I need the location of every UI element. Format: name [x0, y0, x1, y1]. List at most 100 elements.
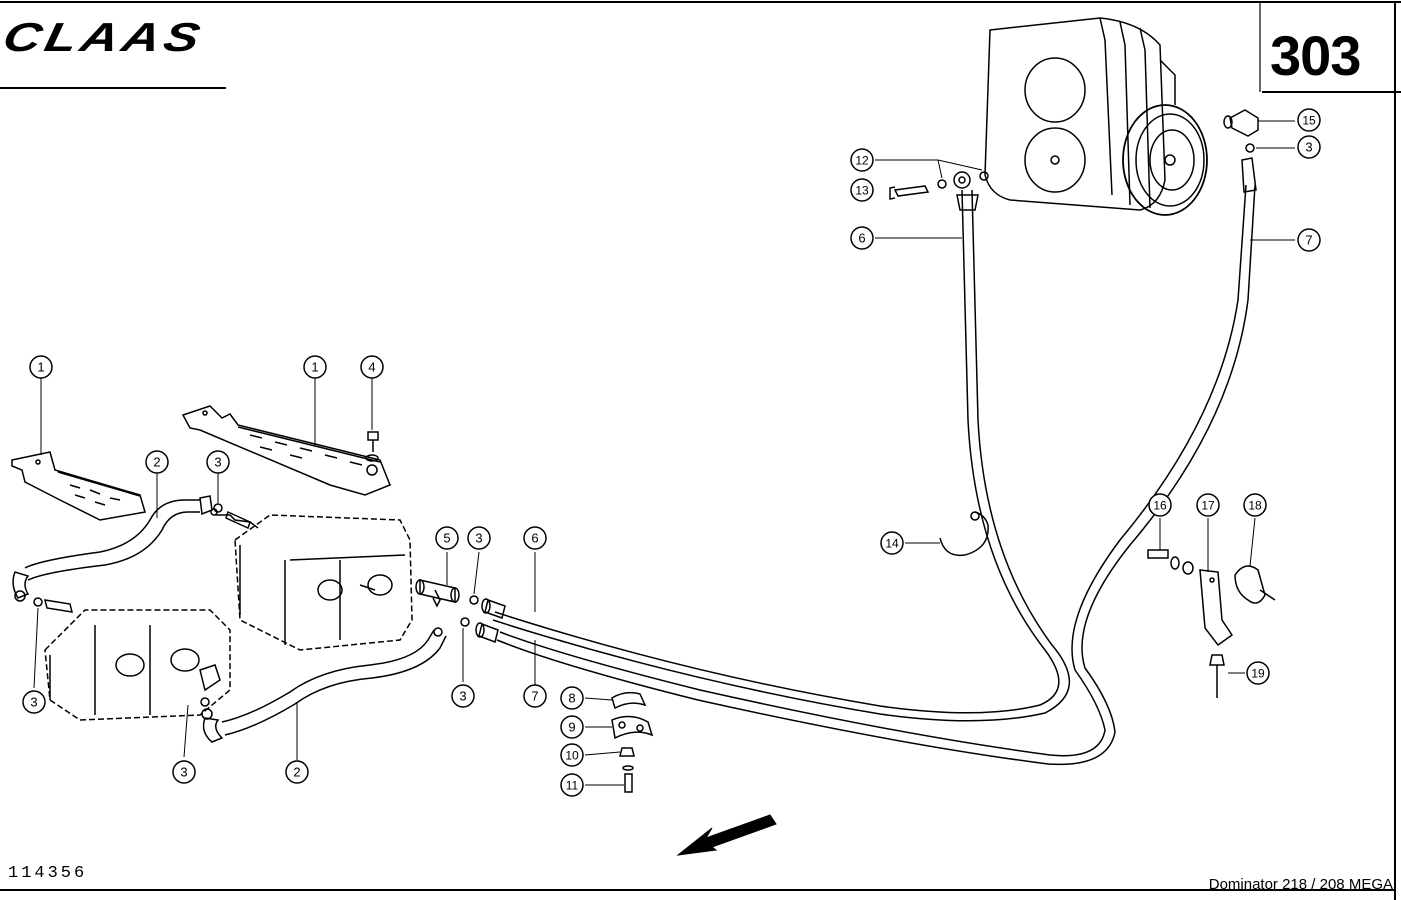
callout-label: 1 [37, 360, 44, 375]
callout-label: 9 [568, 720, 575, 735]
callout-label: 3 [180, 765, 187, 780]
seal-ring-top [1245, 143, 1255, 153]
callout-c9: 9 [560, 715, 584, 739]
callout-circle [206, 450, 230, 474]
bolt-washer-nut-4 [365, 377, 379, 476]
callout-c18: 18 [1243, 493, 1267, 517]
callout-circle [22, 690, 46, 714]
seal-ring-3 [433, 627, 443, 637]
callout-circle [850, 226, 874, 250]
callout-c1a: 1 [29, 355, 53, 379]
clamp-assembly-8-11 [584, 691, 654, 793]
callout-c10: 10 [560, 743, 584, 767]
callout-circle [285, 760, 309, 784]
callout-label: 10 [565, 749, 579, 763]
callout-c3d: 3 [467, 526, 491, 550]
callout-c14: 14 [880, 531, 904, 555]
callout-circle [1243, 493, 1267, 517]
callout-c2a: 2 [145, 450, 169, 474]
callout-c17: 17 [1196, 493, 1220, 517]
hydraulic-hose-6 [492, 189, 1070, 722]
callout-label: 4 [368, 360, 375, 375]
callout-label: 17 [1201, 499, 1215, 513]
hydraulic-hose-7 [496, 157, 1295, 766]
callout-c8: 8 [560, 686, 584, 710]
direction-arrow-icon [676, 814, 777, 856]
callout-circle [880, 531, 904, 555]
callout-label: 8 [568, 691, 575, 706]
callout-c6a: 6 [523, 526, 547, 550]
callout-label: 7 [531, 689, 538, 704]
callout-circle [850, 178, 874, 202]
callout-c5: 5 [435, 526, 459, 550]
callout-circle [1297, 135, 1321, 159]
callout-label: 2 [153, 455, 160, 470]
seal-ring-2 [200, 697, 210, 707]
control-valve-block-upper [210, 508, 413, 651]
callout-label: 5 [443, 531, 450, 546]
callout-circle [451, 684, 475, 708]
model-label: Dominator 218 / 208 MEGA [1208, 876, 1393, 893]
callout-circle [523, 526, 547, 550]
callout-label: 13 [855, 184, 869, 198]
callout-c15: 15 [1297, 108, 1321, 132]
seal-ring-1 [213, 503, 223, 513]
callout-c3c: 3 [172, 760, 196, 784]
hydraulic-hose-2-lower [201, 629, 447, 760]
callout-circle [467, 526, 491, 550]
callout-c3f: 3 [1297, 135, 1321, 159]
callout-circle [560, 686, 584, 710]
callout-label: 3 [30, 695, 37, 710]
elbow-fitting-15 [1223, 109, 1295, 137]
callout-circle [560, 773, 584, 797]
fitting-upper-left [225, 510, 251, 530]
callout-label: 3 [214, 455, 221, 470]
callout-c3a: 3 [206, 450, 230, 474]
callout-label: 14 [885, 537, 899, 551]
seal-ring-5 [469, 595, 479, 605]
callout-label: 6 [858, 231, 865, 246]
callout-c12: 12 [850, 148, 874, 172]
callout-circle [1148, 493, 1172, 517]
callout-circle [29, 355, 53, 379]
engine-pump-assembly [984, 17, 1208, 216]
callout-circle [523, 684, 547, 708]
callout-c13: 13 [850, 178, 874, 202]
callout-label: 7 [1305, 233, 1312, 248]
callout-circle [850, 148, 874, 172]
callout-c11: 11 [560, 773, 584, 797]
callout-label: 3 [475, 531, 482, 546]
callout-circle [172, 760, 196, 784]
mounting-bracket-1-left [11, 377, 146, 521]
callout-c7b: 7 [1297, 228, 1321, 252]
callout-circle [360, 355, 384, 379]
seal-ring-6 [460, 617, 470, 627]
mounting-bracket-1-right [181, 377, 391, 496]
hydraulic-hose-2-upper [12, 473, 213, 602]
callout-label: 11 [566, 779, 579, 793]
callout-circle [560, 743, 584, 767]
hose-clip-14 [939, 511, 989, 557]
callout-circle [435, 526, 459, 550]
callout-circle [145, 450, 169, 474]
callout-c2b: 2 [285, 760, 309, 784]
callout-circle [1297, 108, 1321, 132]
callout-label: 12 [855, 154, 869, 168]
page-number: 303 [1270, 24, 1361, 87]
callout-c19: 19 [1246, 661, 1270, 685]
banjo-fitting-12 [875, 159, 989, 200]
callout-circle [1246, 661, 1270, 685]
drawing-number: 114356 [8, 864, 88, 883]
callout-c16: 16 [1148, 493, 1172, 517]
callout-circle [560, 715, 584, 739]
bracket-parts-16-19 [1147, 517, 1276, 698]
callout-label: 19 [1251, 667, 1265, 681]
callout-c7a: 7 [523, 684, 547, 708]
callout-c3b: 3 [22, 690, 46, 714]
control-valve-block-lower [33, 597, 231, 721]
hose-end-fittings [475, 598, 506, 643]
callout-c4: 4 [360, 355, 384, 379]
callout-label: 1 [311, 360, 318, 375]
